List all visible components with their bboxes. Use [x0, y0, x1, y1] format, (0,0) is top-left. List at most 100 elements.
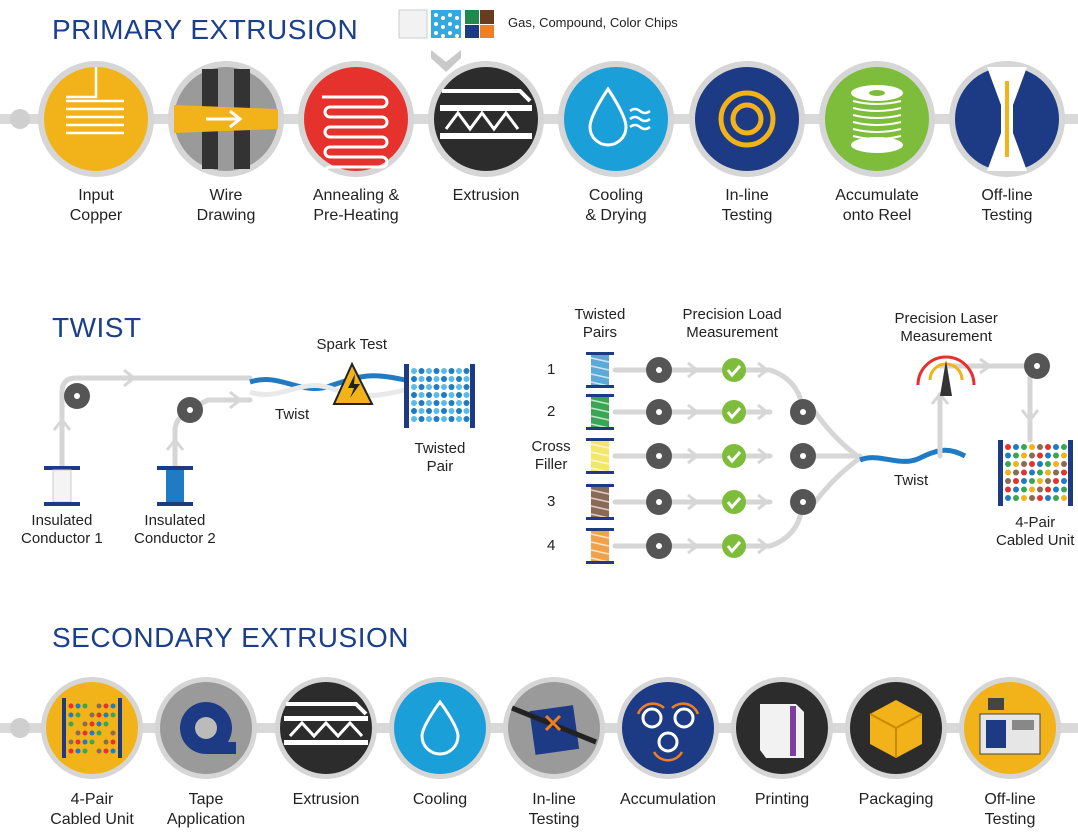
inline-test-icon: [511, 705, 597, 755]
primary-step-label: Accumulate onto Reel: [835, 187, 919, 224]
secondary-step-label: Off-line Testing: [984, 791, 1036, 828]
conductor2-spool-icon: [157, 466, 193, 470]
box-icon: [869, 700, 923, 758]
primary-step-6: [689, 61, 805, 177]
pair-spool-icon: [586, 394, 614, 397]
primary-step-1: [38, 61, 154, 177]
additives-legend-label: Gas, Compound, Color Chips: [508, 15, 678, 30]
step-circle: [394, 682, 486, 774]
water-drop-icon: [420, 699, 460, 756]
primary-step-2: [168, 61, 284, 177]
secondary-step-5: [503, 677, 605, 779]
secondary-extrusion-title: SECONDARY EXTRUSION: [52, 622, 409, 653]
pair-row-label: 2: [547, 403, 556, 420]
primary-step-label: Extrusion: [452, 187, 520, 204]
cabled-unit-icon: [62, 698, 122, 758]
target-ring-icon: [718, 90, 776, 148]
secondary-step-6: [617, 677, 719, 779]
primary-step-8: [949, 61, 1065, 177]
step-circle: [44, 67, 148, 171]
secondary-step-7: [731, 677, 833, 779]
check-icon: [722, 444, 746, 468]
step-circle: [564, 67, 668, 171]
reel-icon: [851, 85, 903, 153]
pair-spool-icon: [586, 528, 614, 531]
primary-step-3: [298, 61, 414, 179]
pair-row-1: [586, 352, 773, 388]
additives-legend: [398, 9, 494, 72]
primary-step-7: [819, 61, 935, 177]
color-chip: [465, 25, 479, 38]
secondary-step-label: 4-Pair Cabled Unit: [50, 791, 134, 828]
secondary-step-label: Extrusion: [292, 791, 360, 808]
secondary-step-label: Accumulation: [619, 791, 717, 808]
step-circle: [304, 67, 408, 171]
secondary-step-label: Tape Application: [166, 791, 246, 828]
color-chip: [480, 25, 494, 38]
secondary-step-label: Packaging: [858, 791, 934, 808]
pair-row-label: Cross Filler: [531, 438, 571, 473]
load-measurement-header: Precision Load Measurement: [682, 306, 782, 341]
primary-step-label: In-line Testing: [721, 187, 773, 224]
color-chip: [480, 10, 494, 24]
primary-step-4: [428, 61, 544, 177]
twisted-pairs-header: Twisted Pairs: [574, 306, 626, 341]
conductor1-spool-icon: [44, 466, 80, 470]
secondary-step-label: In-line Testing: [528, 791, 580, 828]
secondary-step-4: [389, 677, 491, 779]
water-drop-icon: [588, 86, 651, 147]
step-circle: [280, 682, 372, 774]
gas-swatch: [398, 9, 428, 39]
pair-row-label: 4: [547, 537, 556, 554]
cabled-unit-spool-icon: [998, 440, 1003, 506]
primary-step-5: [558, 61, 674, 177]
primary-step-label: Annealing & Pre-Heating: [312, 187, 400, 224]
conductor1-label: Insulated Conductor 1: [21, 512, 103, 547]
twisted-pair-label: Twisted Pair: [414, 440, 466, 475]
twisted-pair-spool-icon: [404, 364, 409, 428]
pair-row-label: 1: [547, 361, 556, 378]
conductor2-label: Insulated Conductor 2: [134, 512, 216, 547]
secondary-start-dot: [10, 718, 30, 738]
cabled-twist-wire: [859, 447, 967, 464]
twist-label-2: Twist: [894, 472, 929, 489]
pair-spool-icon: [586, 484, 614, 487]
spark-test-label: Spark Test: [316, 336, 388, 353]
pair-spool-icon: [586, 352, 614, 355]
printer-icon: [760, 704, 804, 758]
primary-step-label: Cooling & Drying: [585, 187, 647, 224]
pair-row-label: 3: [547, 493, 556, 510]
copper-coil-icon: [66, 67, 124, 135]
check-icon: [722, 358, 746, 382]
wire-drawing-icon: [174, 69, 278, 169]
primary-step-label: Wire Drawing: [196, 187, 256, 224]
test-machine-icon: [979, 698, 1041, 755]
pair-row-4: [586, 484, 773, 520]
secondary-step-8: [845, 677, 947, 779]
secondary-step-3: [275, 677, 377, 779]
check-icon: [722, 534, 746, 558]
step-circle: [46, 682, 138, 774]
pair-spool-icon: [586, 438, 614, 441]
step-circle: [695, 67, 799, 171]
cabled-unit-label: 4-Pair Cabled Unit: [996, 514, 1075, 549]
twist-left-flow: [44, 361, 475, 506]
feed-arrow-icon: [431, 50, 461, 72]
extruder-screw-icon: [284, 702, 368, 745]
extruder-screw-icon: [440, 89, 532, 139]
secondary-step-9: [959, 677, 1061, 779]
accumulation-pulleys-icon: [636, 702, 700, 762]
primary-start-dot: [10, 109, 30, 129]
secondary-step-label: Cooling: [412, 791, 468, 808]
primary-step-label: Input Copper: [69, 187, 123, 224]
twist-title: TWIST: [52, 312, 142, 343]
tensile-test-icon: [987, 67, 1027, 171]
laser-measurement-header: Precision Laser Measurement: [894, 310, 998, 345]
primary-step-label: Off-line Testing: [981, 187, 1033, 224]
pair-row-2: [586, 394, 773, 430]
secondary-step-2: [155, 677, 257, 779]
check-icon: [722, 490, 746, 514]
tape-roll-icon: [180, 702, 236, 754]
pair-row-5: [586, 528, 773, 564]
